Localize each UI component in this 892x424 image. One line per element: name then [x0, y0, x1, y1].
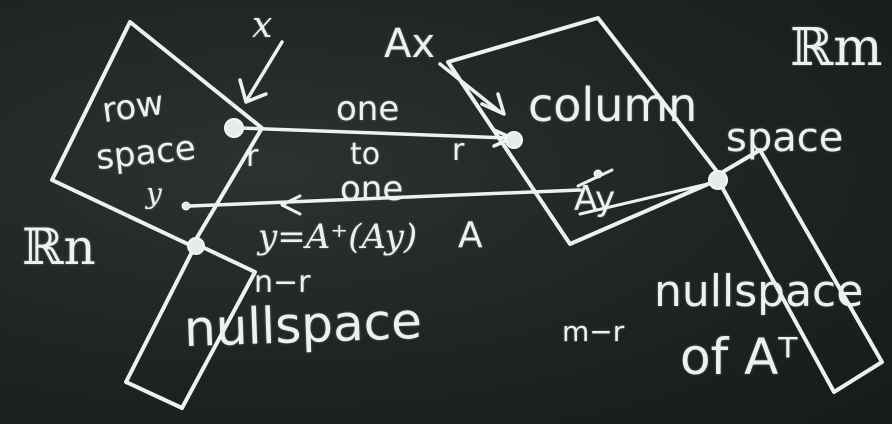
- x-arrow: [246, 40, 284, 100]
- to-label: to: [350, 137, 381, 172]
- x-label: x: [252, 5, 273, 46]
- nullspace-label: nullspace: [183, 291, 423, 359]
- right-r-label: r: [452, 133, 465, 168]
- origin-dot-right: [708, 170, 728, 190]
- left-nullspace-rectangle: [714, 148, 884, 394]
- rm-label: ℝm: [790, 18, 883, 78]
- ax-label: Ax: [384, 21, 436, 67]
- column-space-label-line1: column: [528, 78, 698, 132]
- column-space-label-line2: space: [726, 115, 844, 161]
- one-label-top: one: [336, 89, 400, 129]
- m-minus-r-label: m−r: [562, 315, 625, 348]
- ax-arrow: [438, 62, 502, 114]
- map-arrow-bottom: [188, 188, 582, 208]
- x-arrow-head: [238, 78, 268, 104]
- ay-label: Ay: [574, 179, 616, 219]
- ay-overbar: [576, 168, 614, 188]
- row-space-label-line1: row: [99, 82, 167, 132]
- left-r-label: r: [246, 139, 259, 174]
- origin-dot-left-lower: [187, 237, 205, 255]
- n-minus-r-label: n−r: [254, 265, 311, 300]
- ax-arrow-head: [480, 92, 506, 116]
- left-nullspace-label-line1: nullspace: [654, 266, 864, 317]
- y-dot: [181, 201, 191, 211]
- a-label: A: [458, 215, 483, 256]
- left-nullspace-label-line2: of Aᵀ: [680, 328, 798, 386]
- ay-dot: [593, 169, 603, 179]
- row-space-label-line2: space: [94, 127, 198, 179]
- one-label-bottom: one: [340, 169, 404, 209]
- ax-dot: [505, 131, 523, 149]
- rn-label: ℝn: [22, 218, 96, 276]
- pseudo-inverse-formula: y=A⁺(Ay): [258, 217, 418, 257]
- y-label: y: [146, 177, 162, 210]
- map-arrow-bottom-left-head: [280, 194, 302, 216]
- origin-dot-left: [224, 118, 244, 138]
- map-arrow-top: [238, 126, 510, 140]
- ay-to-column-line: [578, 180, 718, 216]
- nullspace-rectangle: [124, 242, 257, 410]
